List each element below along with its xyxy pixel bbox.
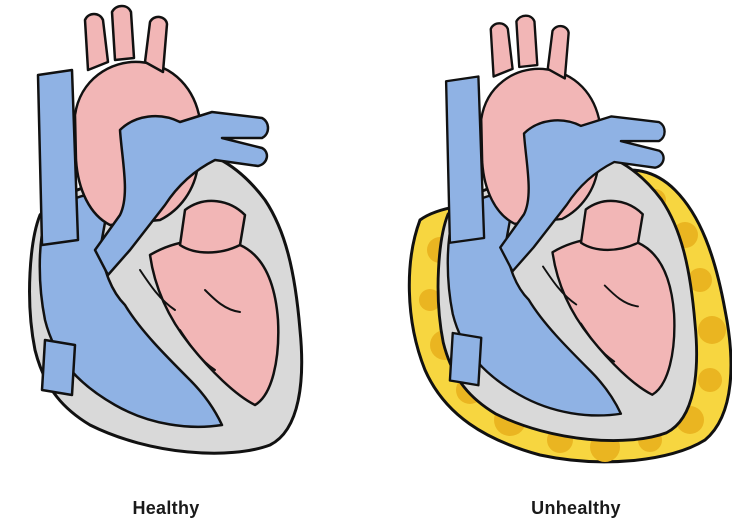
healthy-heart-icon [30,6,302,453]
unhealthy-label: Unhealthy [476,498,676,519]
unhealthy-heart-diagram [409,16,731,462]
healthy-heart-diagram [30,6,302,453]
unhealthy-heart-icon [438,16,697,441]
healthy-label: Healthy [66,498,266,519]
